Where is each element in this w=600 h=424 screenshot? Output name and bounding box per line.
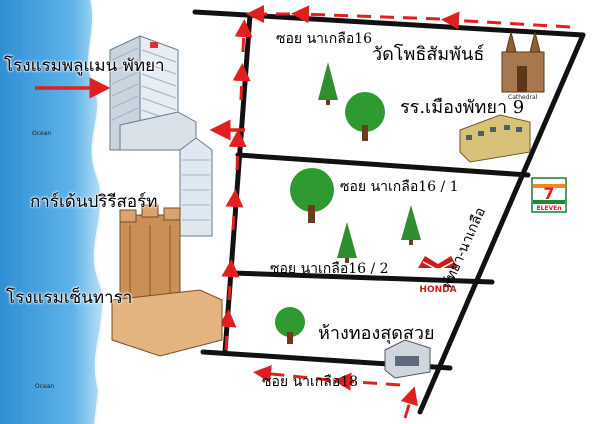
pullman-hotel-building: [109, 35, 197, 151]
school-building: [459, 114, 531, 163]
label-hotel-centara: โรงแรมเซ็นทารา: [6, 288, 133, 308]
label-ocean-bottom: Ocean: [35, 383, 55, 390]
label-soi-18: ซอย นาเกลือ18: [262, 374, 359, 390]
label-ocean-top: Ocean: [32, 130, 52, 137]
label-school: รร.เมืองพัทยา 9: [400, 97, 525, 118]
tree-icon: [337, 222, 357, 263]
road-left-connector: [222, 12, 253, 355]
sea: [0, 0, 105, 424]
label-gold-shop: ห้างทองสุดสวย: [318, 323, 435, 344]
garden-resort-tower: [179, 137, 213, 237]
road-soi-16-2: [229, 270, 495, 285]
trees: [275, 62, 421, 344]
road-soi-16: [192, 9, 586, 38]
label-soi-16: ซอย นาเกลือ16: [276, 31, 373, 47]
centara-hotel-building: [111, 204, 223, 357]
label-cathedral: Cathedral: [508, 94, 538, 101]
tree-icon: [401, 205, 421, 245]
gold-shop-building: [384, 339, 431, 379]
svg-text:ELEVEn: ELEVEn: [536, 205, 561, 212]
label-temple: วัดโพธิสัมพันธ์: [372, 44, 485, 65]
svg-text:7: 7: [543, 184, 554, 203]
tree-icon: [275, 307, 305, 344]
svg-text:HONDA: HONDA: [419, 285, 456, 295]
honda-logo: HONDA: [418, 256, 458, 295]
tree-icon: [318, 62, 338, 105]
big-red-arrows: [35, 77, 245, 141]
label-hotel-pullman: โรงแรมพลูแมน พัทยา: [4, 56, 165, 76]
cathedral-building: [501, 31, 545, 93]
label-soi-16-1: ซอย นาเกลือ16 / 1: [340, 179, 459, 195]
tree-icon: [290, 168, 334, 223]
tree-icon: [345, 92, 385, 141]
surf-line: [88, 0, 107, 424]
route-arrows: [218, 5, 571, 419]
road-soi-16-1: [235, 152, 531, 178]
road-main-pattaya-naklua: [417, 32, 586, 415]
seven-eleven-logo: 7 ELEVEn: [531, 177, 567, 213]
label-soi-16-2: ซอย นาเกลือ16 / 2: [270, 261, 389, 277]
label-garden-resort: การ์เด้นปริรีสอร์ท: [30, 192, 158, 212]
